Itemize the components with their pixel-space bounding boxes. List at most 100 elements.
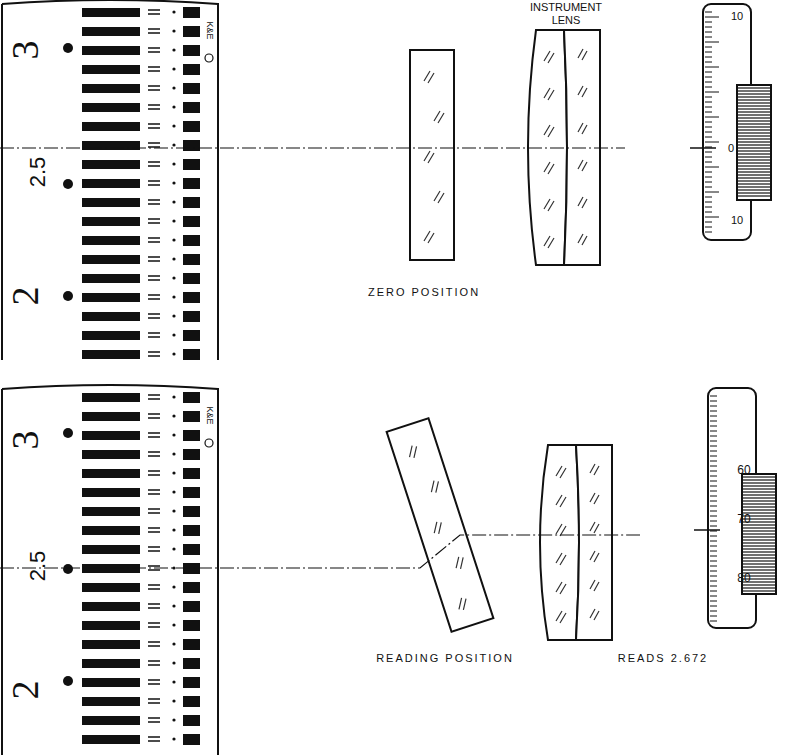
stroke — [738, 117, 770, 118]
stroke — [705, 107, 712, 108]
stroke — [148, 180, 160, 182]
stroke — [183, 254, 200, 265]
stroke — [148, 493, 160, 495]
stroke — [148, 455, 160, 457]
stroke — [172, 314, 175, 317]
stroke — [172, 143, 175, 146]
stroke — [710, 456, 717, 457]
stroke — [738, 183, 770, 184]
graduation-bar — [82, 545, 140, 554]
stroke — [705, 122, 712, 123]
stroke — [148, 736, 160, 738]
position-caption: ZERO POSITION — [368, 287, 480, 298]
stroke — [148, 626, 160, 628]
stroke — [738, 150, 770, 151]
stroke — [148, 550, 160, 552]
stroke — [705, 132, 712, 133]
stroke — [183, 102, 200, 113]
stroke — [705, 167, 719, 168]
stroke — [148, 142, 160, 144]
stroke — [148, 89, 160, 91]
stroke — [738, 126, 770, 127]
stroke — [148, 717, 160, 719]
glass-hatch — [556, 522, 599, 536]
stroke — [710, 461, 717, 462]
stroke — [743, 566, 775, 567]
stroke — [743, 500, 775, 501]
stroke — [387, 418, 494, 631]
stroke — [183, 430, 200, 441]
stroke — [148, 721, 160, 723]
glass-hatch — [544, 123, 587, 137]
stroke — [743, 533, 775, 534]
graduation-bar — [82, 583, 140, 592]
graduation-bar — [82, 274, 140, 283]
stroke — [705, 137, 712, 138]
stroke — [183, 159, 200, 170]
graduation-bar — [82, 46, 140, 55]
graduation-bar — [82, 122, 140, 131]
stroke — [148, 584, 160, 586]
graduation-bar — [82, 697, 140, 706]
stroke — [148, 256, 160, 258]
stroke — [148, 398, 160, 400]
rod-numeral: 2.5 — [27, 157, 49, 188]
stroke — [738, 165, 770, 166]
parallel-plate — [387, 418, 494, 631]
stroke — [738, 192, 770, 193]
stroke — [738, 144, 770, 145]
stroke — [148, 104, 160, 106]
stroke — [705, 127, 712, 128]
stroke — [172, 680, 175, 683]
stroke — [183, 26, 200, 37]
stroke — [148, 108, 160, 110]
stroke — [183, 197, 200, 208]
stroke — [148, 394, 160, 396]
stroke — [738, 102, 770, 103]
stroke — [705, 47, 712, 48]
stroke — [148, 9, 160, 11]
stroke — [710, 581, 717, 582]
level-rod — [2, 0, 218, 360]
stroke — [148, 123, 160, 125]
stroke — [172, 105, 175, 108]
rod-numeral: 3 — [5, 41, 43, 60]
graduation-bar — [82, 236, 140, 245]
stroke — [183, 392, 200, 403]
stroke — [710, 606, 717, 607]
stroke — [172, 452, 175, 455]
instrument-lens — [540, 445, 612, 640]
stroke — [710, 476, 717, 477]
stroke — [172, 737, 175, 740]
stroke — [148, 355, 160, 357]
stroke — [540, 445, 579, 640]
stroke — [738, 105, 770, 106]
graduation-bar — [82, 293, 140, 302]
glass-hatch — [556, 580, 599, 594]
stroke — [148, 588, 160, 590]
stroke — [710, 521, 717, 522]
stroke — [183, 178, 200, 189]
stroke — [705, 17, 719, 18]
scale-number: 60 — [737, 464, 750, 476]
stroke — [705, 227, 712, 228]
graduation-bar — [82, 103, 140, 112]
optical-axis — [0, 147, 625, 148]
stroke — [183, 45, 200, 56]
glass-hatch — [556, 493, 599, 507]
stroke — [710, 431, 717, 432]
stroke — [743, 530, 775, 531]
stroke — [738, 153, 770, 154]
stroke — [148, 702, 160, 704]
stroke — [710, 566, 717, 567]
stroke — [710, 446, 717, 447]
glass-hatch — [556, 551, 599, 565]
stroke — [705, 187, 712, 188]
stroke — [148, 127, 160, 129]
graduation-bar — [82, 65, 140, 74]
stroke — [705, 22, 712, 23]
graduation-bar — [82, 255, 140, 264]
stroke — [743, 539, 775, 540]
stroke — [148, 489, 160, 491]
stroke — [148, 698, 160, 700]
